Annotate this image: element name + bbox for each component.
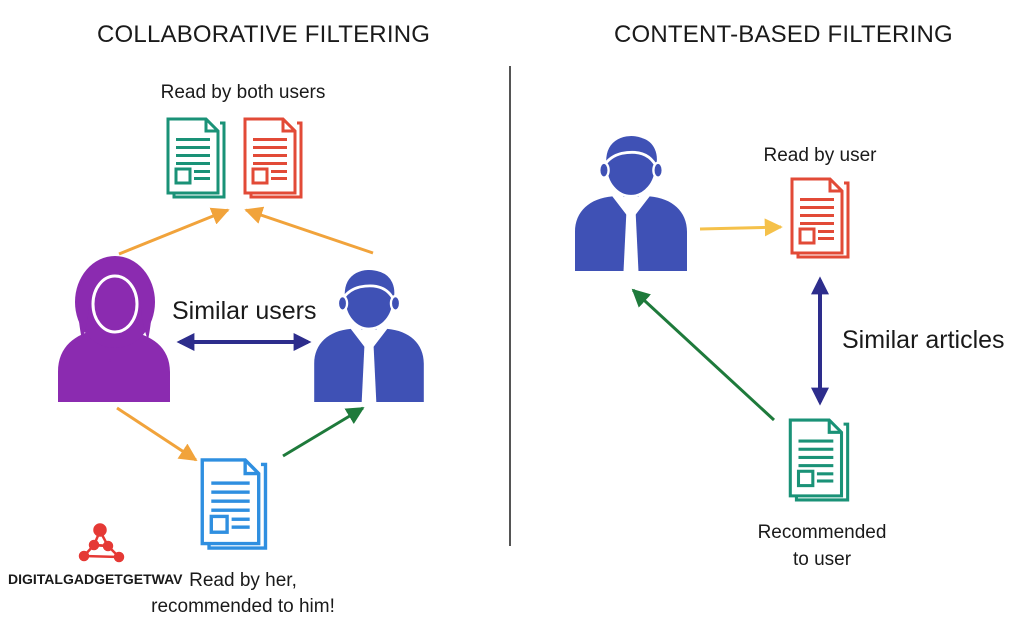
read-by-both-label: Read by both users — [160, 82, 326, 103]
male-user-icon — [314, 267, 424, 402]
document-icon — [166, 117, 226, 199]
arrow-female-to-blue-doc — [116, 406, 198, 462]
document-icon — [790, 177, 850, 259]
read-by-user-label: Read by user — [763, 145, 877, 166]
document-icon — [200, 458, 268, 550]
similar-articles-label: Similar articles — [842, 326, 1005, 354]
network-logo-icon — [78, 523, 125, 563]
document-icon — [243, 117, 303, 199]
left-panel-title: COLLABORATIVE FILTERING — [97, 21, 431, 48]
similar-users-label: Similar users — [172, 297, 317, 325]
female-user-icon — [58, 256, 170, 402]
right-panel-title: CONTENT-BASED FILTERING — [614, 21, 953, 48]
recommended-label-line2: to user — [792, 549, 852, 570]
male-user-icon — [575, 133, 687, 272]
arrow-user-to-read-doc — [699, 218, 783, 237]
arrow-female-to-docs — [118, 207, 230, 256]
arrow-recommended-to-user — [631, 288, 776, 422]
recommended-label-line1: Recommended — [757, 522, 887, 543]
watermark-text: DIGITALGADGETGETWAV — [8, 571, 183, 587]
arrow-male-to-docs — [244, 206, 374, 255]
read-by-her-label-line1: Read by her, — [189, 570, 297, 591]
document-icon — [788, 418, 850, 502]
read-by-her-label-line2: recommended to him! — [151, 596, 335, 617]
arrow-blue-doc-to-male — [282, 406, 365, 458]
